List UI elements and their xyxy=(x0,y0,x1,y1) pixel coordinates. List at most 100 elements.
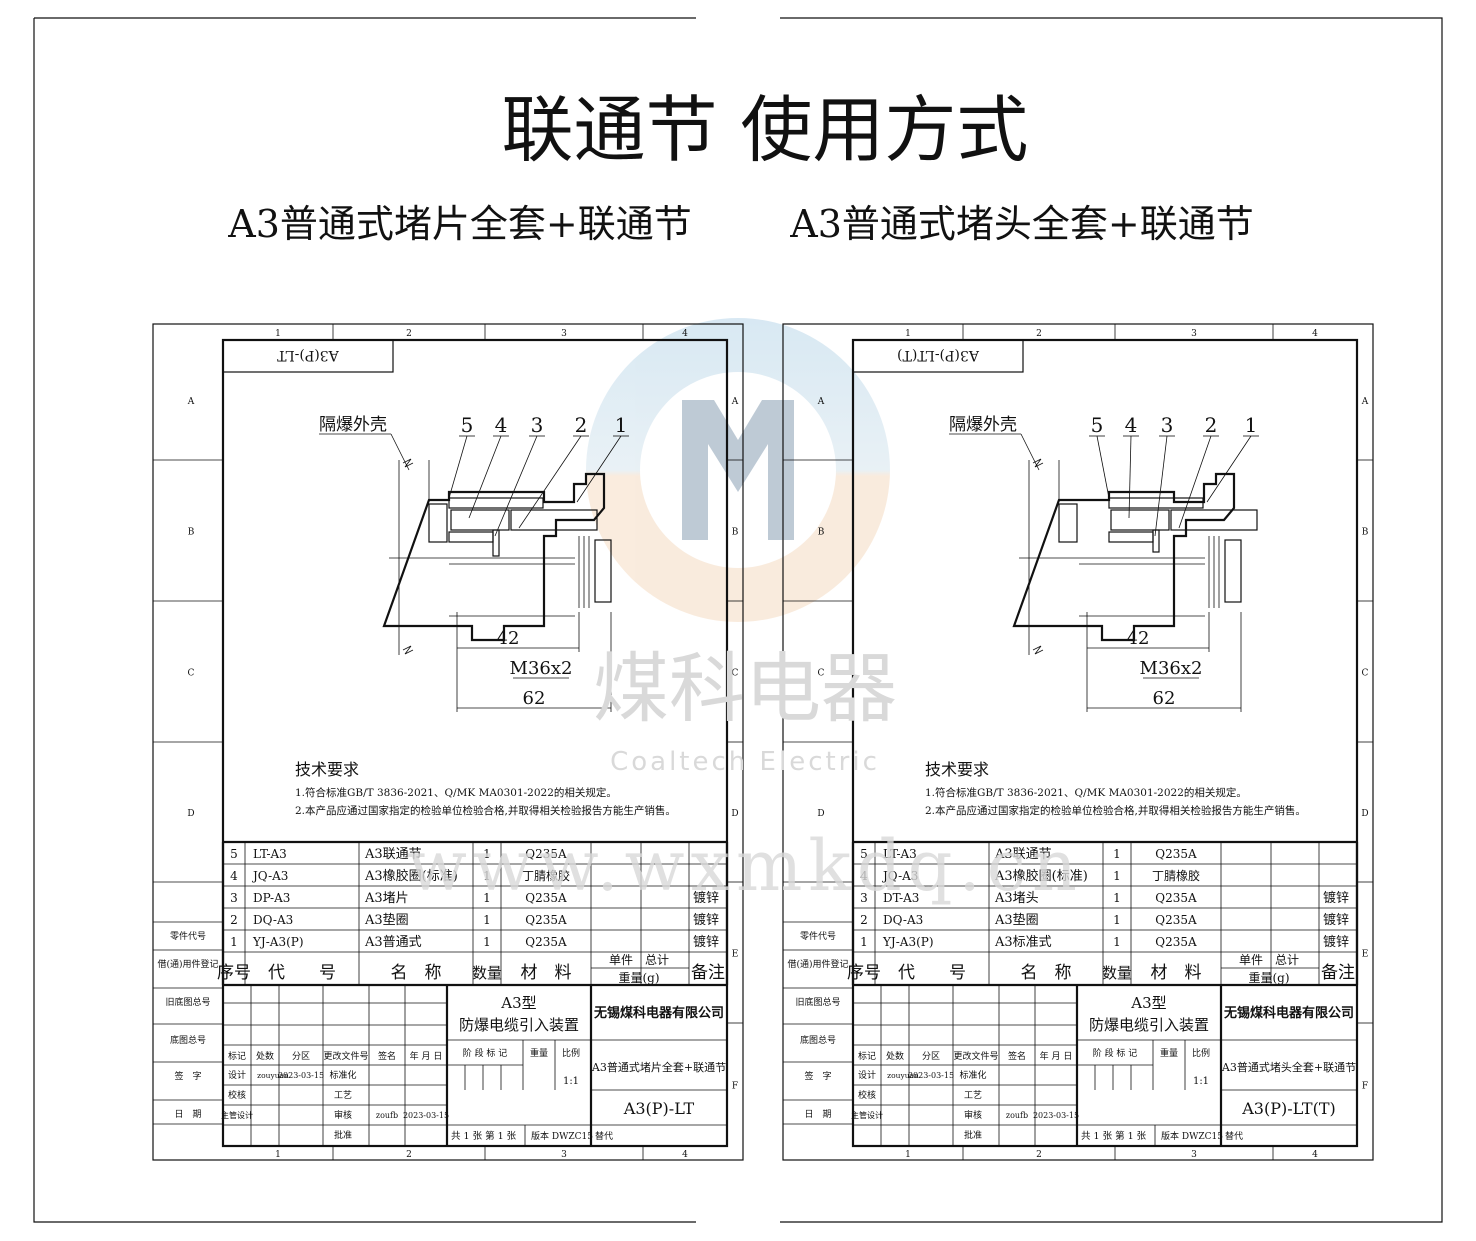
part-material: Q235A xyxy=(1155,847,1197,861)
break-mark xyxy=(1032,645,1044,655)
tb-review-label: 审核 xyxy=(964,1109,982,1121)
tb-designer: zouyuan xyxy=(887,1071,919,1080)
header-seq: 序号 xyxy=(217,963,251,983)
column-number-top: 4 xyxy=(1312,329,1318,339)
column-number-bottom: 2 xyxy=(1036,1150,1042,1160)
callout-leader xyxy=(468,435,502,519)
tb-std-label: 标准化 xyxy=(959,1069,986,1081)
part-material: 丁腈橡胶 xyxy=(1152,868,1200,883)
header-qty: 数量 xyxy=(472,964,502,982)
callout-leader xyxy=(494,435,538,537)
stamp-text-mirrored: A3(P)-LT(T) xyxy=(897,347,980,363)
row-letter-right: C xyxy=(732,669,739,679)
row-letter-right: F xyxy=(1362,1082,1368,1092)
tb-review-date: 2023-03-15 xyxy=(1033,1111,1079,1120)
tb-header-label: 更改文件号 xyxy=(953,1050,998,1062)
part-material: Q235A xyxy=(525,891,567,905)
tb-review-date: 2023-03-15 xyxy=(403,1111,449,1120)
part-remark: 镀锌 xyxy=(1323,934,1349,950)
part-name: A3垫圈 xyxy=(364,912,409,928)
part-material: Q235A xyxy=(1155,891,1197,905)
row-letter-right: A xyxy=(731,397,739,407)
tb-weight-label: 重量 xyxy=(1160,1047,1178,1059)
tb-review-label: 审核 xyxy=(334,1109,352,1121)
plug-hatch xyxy=(1152,529,1160,553)
callout-leader xyxy=(1178,435,1212,529)
column-number-top: 2 xyxy=(406,329,412,339)
tb-product-line1: A3型 xyxy=(1130,994,1166,1012)
callout-number: 5 xyxy=(1091,413,1104,437)
part-name: A3橡胶圈(标准) xyxy=(364,868,458,884)
part-name: A3橡胶圈(标准) xyxy=(994,868,1088,884)
tb-header-label: 处数 xyxy=(886,1050,904,1062)
watermark-cn: 煤科电器 xyxy=(593,644,897,733)
break-mark xyxy=(402,645,414,655)
tb-header-label: 标记 xyxy=(858,1050,876,1062)
part-qty: 1 xyxy=(483,935,491,949)
break-mark xyxy=(1032,458,1044,468)
part-seq: 5 xyxy=(860,847,868,861)
part-name: A3垫圈 xyxy=(994,912,1039,928)
column-number-bottom: 1 xyxy=(905,1150,911,1160)
part-remark: 镀锌 xyxy=(1323,890,1349,906)
part-remark: 镀锌 xyxy=(1323,912,1349,928)
part-remark: 镀锌 xyxy=(693,934,719,950)
watermark-en: Coaltech Electric xyxy=(610,747,880,777)
part-name: A3普通式 xyxy=(364,935,422,950)
callout-leader xyxy=(1206,435,1252,503)
tb-design-date: 2023-03-15 xyxy=(908,1071,954,1080)
part-qty: 1 xyxy=(1113,891,1121,905)
column-number-top: 4 xyxy=(682,329,688,339)
tb-company: 无锡煤科电器有限公司 xyxy=(1223,1005,1354,1021)
part-code: YJ-A3(P) xyxy=(252,935,304,949)
callout-number: 3 xyxy=(531,413,544,437)
tech-requirement-line-1: 1.符合标准GB/T 3836-2021、Q/MK MA0301-2022的相关… xyxy=(925,786,1247,799)
callout-number: 5 xyxy=(461,413,474,437)
callout-number: 2 xyxy=(1205,413,1218,437)
column-number-top: 3 xyxy=(561,329,567,339)
part-qty: 1 xyxy=(483,891,491,905)
column-number-bottom: 1 xyxy=(275,1150,281,1160)
row-letter-left: B xyxy=(188,528,195,538)
part-seq: 5 xyxy=(230,847,238,861)
enclosure-leader xyxy=(390,433,410,471)
header-unit-weight: 单件 总计 xyxy=(609,953,669,967)
stamp-box xyxy=(222,339,394,373)
row-letter-right: D xyxy=(1361,809,1368,819)
part-seq: 4 xyxy=(860,869,868,883)
tb-stage-label: 阶 段 标 记 xyxy=(463,1047,508,1059)
row-letter-left: A xyxy=(817,397,825,407)
tb-reviewer: zoufb xyxy=(1006,1111,1028,1120)
callout-number: 2 xyxy=(575,413,588,437)
tb-supersede: 替代 xyxy=(595,1130,613,1142)
header-seq: 序号 xyxy=(847,963,881,983)
part-name: A3联通节 xyxy=(994,847,1052,862)
tb-check-label: 校核 xyxy=(228,1089,246,1101)
header-weight: 重量(g) xyxy=(1248,971,1289,985)
page-frame xyxy=(33,17,1443,1223)
sheet-inner-border xyxy=(221,338,729,1148)
part-qty: 1 xyxy=(1113,869,1121,883)
header-unit-weight: 单件 总计 xyxy=(1239,953,1299,967)
gland-body-outline xyxy=(1012,472,1236,642)
callout-leader xyxy=(1128,435,1132,519)
stamp-box xyxy=(852,339,1024,373)
callout-leader xyxy=(1096,435,1110,499)
part-code: DT-A3 xyxy=(883,891,919,905)
callout-number: 4 xyxy=(1125,413,1138,437)
tb-designer: zouyuan xyxy=(257,1071,289,1080)
tb-craft-label: 工艺 xyxy=(334,1090,352,1101)
row-letter-left: C xyxy=(818,669,825,679)
tb-sheet-count: 共 1 张 第 1 张 xyxy=(451,1130,517,1142)
header-name: 名 称 xyxy=(391,963,442,983)
tb-lead-label: 主管设计 xyxy=(851,1110,883,1120)
header-material: 材 料 xyxy=(521,963,572,983)
tech-requirements-title: 技术要求 xyxy=(925,760,989,779)
tb-design-date: 2023-03-15 xyxy=(278,1071,324,1080)
left-label: 借(通)用件登记 xyxy=(787,958,848,970)
